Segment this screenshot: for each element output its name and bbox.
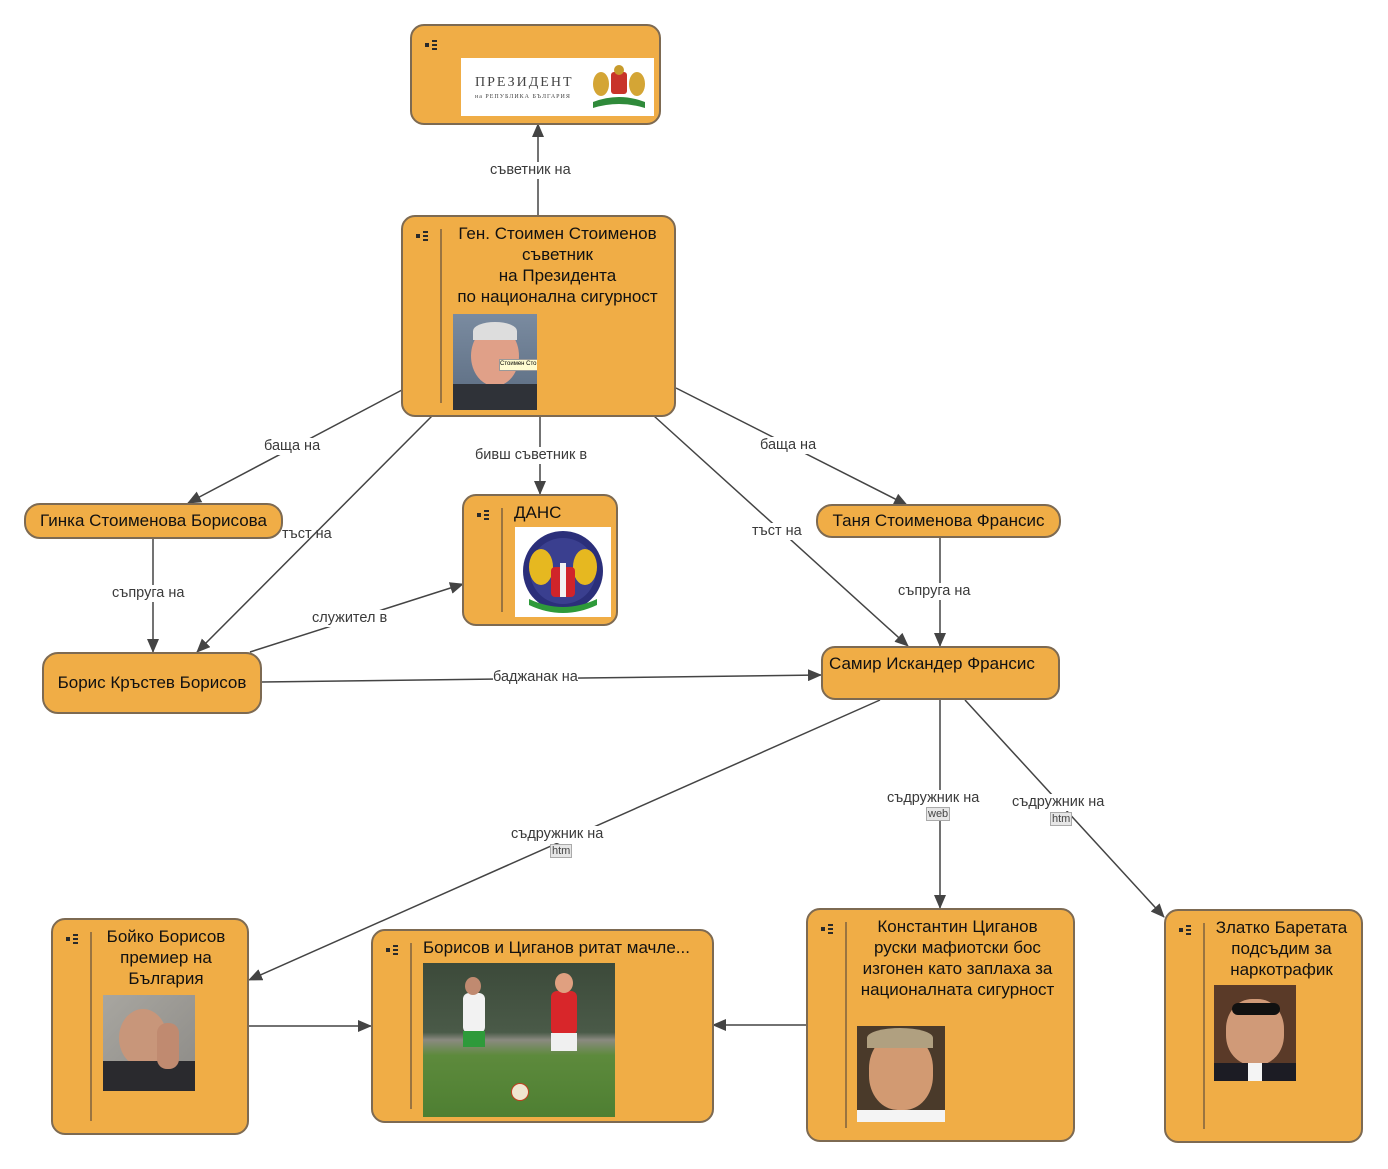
coat-of-arms-icon [593,65,645,108]
football-photo [423,963,615,1117]
node-divider [440,229,442,403]
node-tanya[interactable]: Таня Стоименова Франсис [816,504,1061,538]
node-menu-icon[interactable] [821,924,835,936]
node-label: Гинка Стоименова Борисова [40,511,267,530]
edge-label-e3: тъст на [282,526,332,542]
node-menu-icon[interactable] [386,945,400,957]
node-label: Таня Стоименова Франсис [832,511,1045,530]
node-title-line: Златко Баретата [1215,918,1348,937]
node-label: ДАНС [514,503,562,522]
edge-label-e1: съветник на [488,162,573,179]
edge-label-e4: бивш съветник в [473,447,590,464]
node-stoimenov[interactable]: Ген. Стоимен Стоименов съветник на Прези… [401,215,676,417]
zlatko-photo [1214,985,1296,1081]
node-football[interactable]: Борисов и Циганов ритат мачле... [371,929,714,1123]
node-title-line: изгонен като заплаха за [862,959,1053,978]
node-label: Самир Искандер Франсис [829,654,1035,673]
node-title-line: България [128,969,204,988]
link-tag-e11[interactable]: htm [550,844,573,858]
edge-label-e11: съдружник на [509,826,606,843]
edge-label-e9: съпруга на [896,583,973,600]
tsiganov-photo [857,1026,945,1122]
node-menu-icon[interactable] [425,40,439,52]
node-title-line: Константин Циганов [877,917,1038,936]
node-president[interactable]: ПРЕЗИДЕНТ на РЕПУБЛИКА БЪЛГАРИЯ [410,24,661,125]
node-title-line: премиер на [120,948,212,967]
node-title-line: подсъдим за [1231,939,1332,958]
node-divider [1203,923,1205,1129]
president-logo-image: ПРЕЗИДЕНТ на РЕПУБЛИКА БЪЛГАРИЯ [461,58,654,116]
edge-label-e8: служител в [310,610,390,627]
node-menu-icon[interactable] [477,510,491,522]
node-title-line: на Президента [498,266,617,285]
boyko-photo [103,995,195,1091]
edge-label-e2: баща на [262,438,323,455]
node-divider [501,508,503,612]
edge-label-e6: баща на [758,437,819,454]
edge-label-e13: съдружник на [1010,794,1107,811]
node-ginka[interactable]: Гинка Стоименова Борисова [24,503,283,539]
stoimenov-photo: Стоимен Сто [453,314,537,410]
node-divider [90,932,92,1121]
node-title-line: Бойко Борисов [106,927,226,946]
node-title-line: националната сигурност [860,980,1055,999]
node-label: Борис Кръстев Борисов [57,673,247,692]
node-menu-icon[interactable] [416,231,430,243]
edge-stoimenov-boris[interactable] [196,415,433,653]
edge-label-e7: съпруга на [110,585,187,602]
node-title-line: наркотрафик [1230,960,1333,979]
node-title-line: Ген. Стоимен Стоименов [458,224,657,243]
node-divider [845,922,847,1128]
president-logo-subtitle: на РЕПУБЛИКА БЪЛГАРИЯ [475,94,571,100]
node-zlatko[interactable]: Златко Баретата подсъдим за наркотрафик [1164,909,1363,1143]
node-menu-icon[interactable] [1179,925,1193,937]
node-tsiganov[interactable]: Константин Циганов руски мафиотски бос и… [806,908,1075,1142]
node-label: Борисов и Циганов ритат мачле... [423,938,690,957]
node-boyko[interactable]: Бойко Борисов премиер на България [51,918,249,1135]
node-boris[interactable]: Борис Кръстев Борисов [42,652,262,714]
photo-tooltip: Стоимен Сто [499,359,537,371]
node-title-line: съветник [522,245,593,264]
node-samir[interactable]: Самир Искандер Франсис [821,646,1060,700]
dans-emblem-image [515,527,611,617]
link-tag-e13[interactable]: htm [1050,812,1073,826]
president-logo-title: ПРЕЗИДЕНТ [475,75,574,90]
link-tag-e12[interactable]: web [926,807,951,821]
edge-label-e10: баджанак на [493,669,578,686]
node-title-line: по национална сигурност [457,287,658,306]
edge-label-e12: съдружник на [885,790,982,807]
node-title-line: руски мафиотски бос [874,938,1041,957]
edge-label-e5: тъст на [750,523,804,540]
node-dans[interactable]: ДАНС [462,494,618,626]
node-divider [410,943,412,1109]
dans-emblem-icon [523,531,603,613]
node-menu-icon[interactable] [66,934,80,946]
